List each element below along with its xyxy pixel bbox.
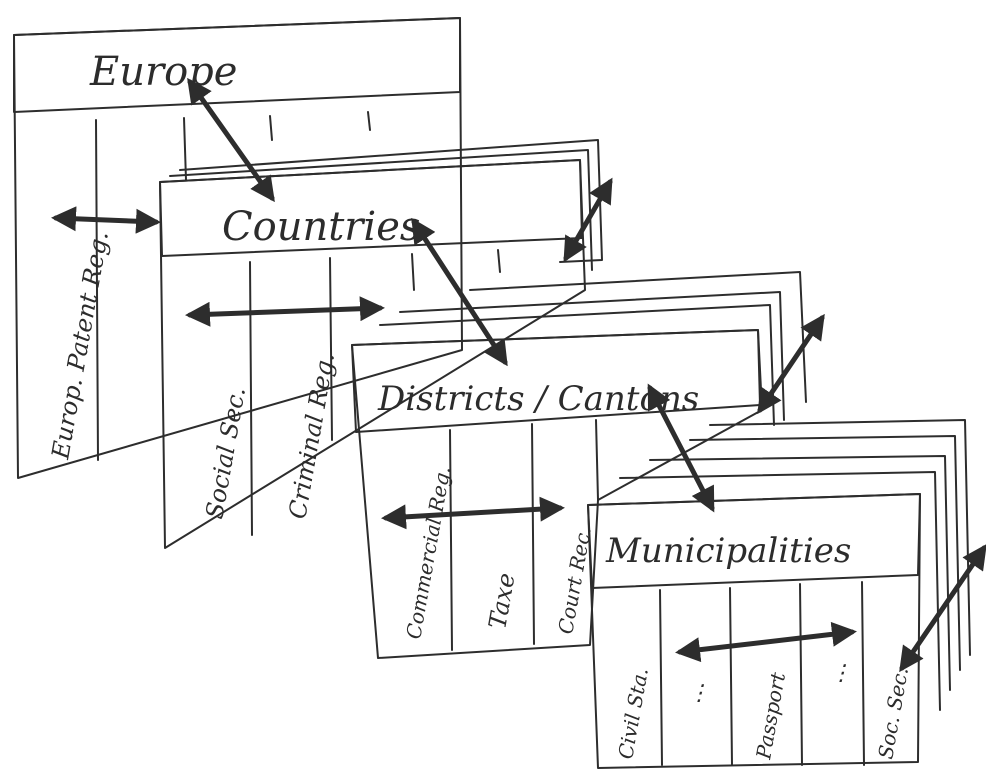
europe-column-label: Europ. Patent Reg. [46,229,114,462]
municipalities-column-label: Civil Sta. [613,666,653,761]
municipalities-column-divider [729,587,733,766]
cross-arrow [51,206,161,234]
stack-arrow [757,313,825,415]
municipalities-column-divider [799,583,803,766]
cross-arrow [675,621,857,663]
countries-column-divider [329,257,333,441]
districts-column-divider [531,423,535,645]
hierarchy-arrow [187,77,275,203]
hierarchy-arrow [647,383,715,513]
municipalities-layer: Municipalities Civil Sta. Passport Soc. … [587,419,971,769]
districts-column-label: Commercial Reg. [401,464,455,641]
arrows [51,77,986,673]
europe-column-divider [269,115,273,141]
countries-column-divider [497,249,501,273]
countries-column-divider [249,261,253,536]
europe-column-divider [367,111,371,131]
europe-column-divider [183,117,187,181]
cross-arrow [381,496,565,530]
districts-layer: Districts / Cantons Commercial Reg. Taxe… [351,271,807,659]
municipalities-title: Municipalities [605,531,851,571]
stack-arrow [563,177,613,263]
districts-column-divider [449,429,453,651]
municipalities-column-label: Passport [751,670,790,762]
municipalities-column-divider [659,589,663,766]
hierarchy-arrow [411,217,508,367]
europe-header [13,17,461,113]
europe-column-divider [95,119,99,461]
municipalities-column-label: Soc. Sec. [873,665,913,761]
countries-title: Countries [222,204,420,250]
ellipsis-mark: ⋮ [830,661,852,686]
districts-column-label: Taxe [483,571,520,631]
cross-arrow [185,296,385,327]
municipalities-column-divider [861,581,865,766]
stack-arrow [899,543,986,673]
districts-title: Districts / Cantons [377,379,699,419]
countries-column-divider [411,253,415,291]
districts-column-divider [595,419,599,501]
europe-title: Europe [89,49,237,95]
ellipsis-mark: ⋮ [688,681,710,706]
